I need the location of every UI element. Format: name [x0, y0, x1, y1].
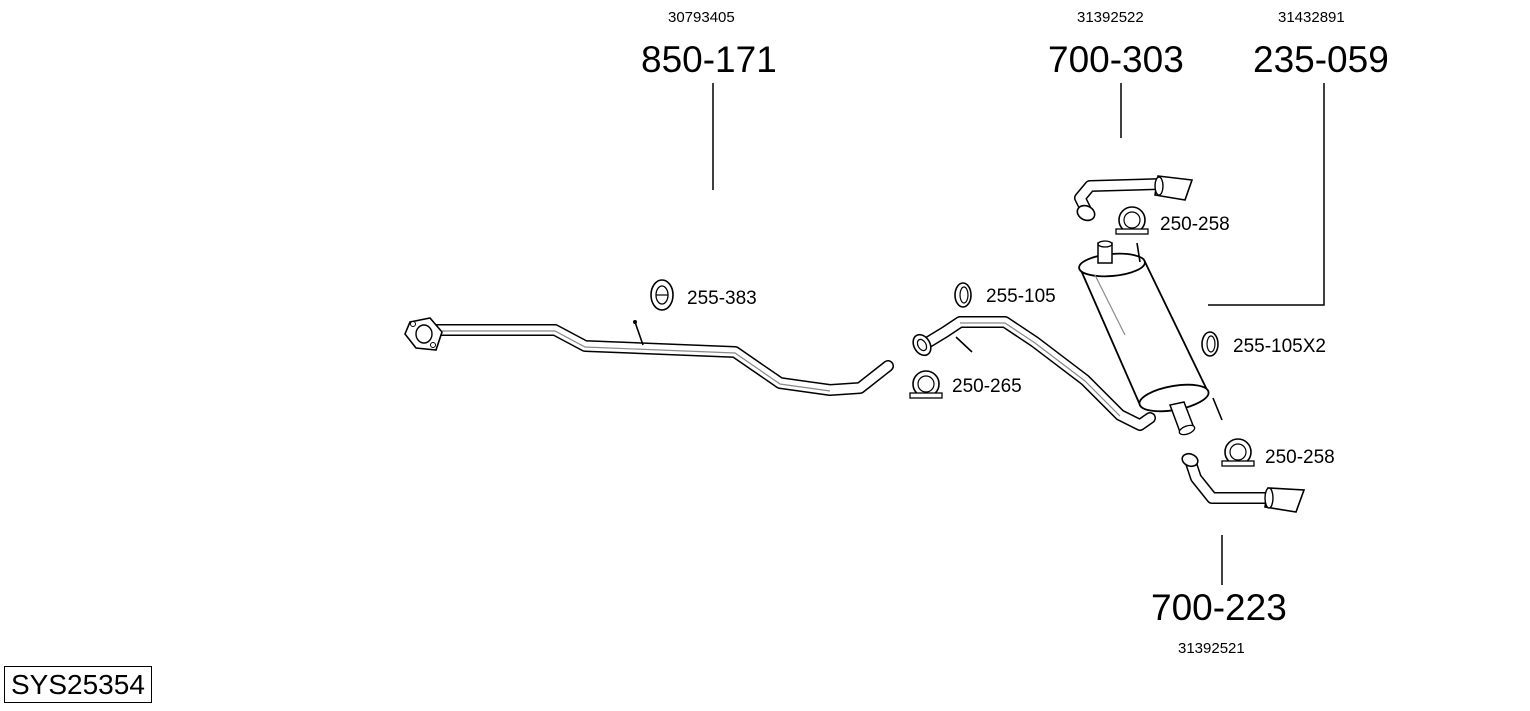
front-hanger-pin [634, 321, 644, 346]
oe-number-front-pipe: 30793405 [668, 9, 735, 26]
part-number-front-pipe[interactable]: 850-171 [641, 39, 777, 80]
part-number-silencer[interactable]: 235-059 [1253, 39, 1389, 80]
rear-tailpipe-upper[interactable] [1074, 175, 1194, 223]
clamp-icon-lower[interactable] [1221, 438, 1255, 467]
fitting-label-clamp-upper[interactable]: 250-258 [1160, 214, 1230, 235]
seal-ring-icon-rear[interactable] [1201, 331, 1219, 357]
fitting-label-clamp-mid[interactable]: 250-265 [952, 376, 1022, 397]
system-code-box: SYS25354 [4, 666, 152, 703]
fitting-label-clamp-lower[interactable]: 250-258 [1265, 447, 1335, 468]
silencer-upper-outlet [1097, 240, 1113, 264]
silencer-hanger-pin-top [1136, 242, 1141, 263]
rubber-hanger-icon[interactable] [650, 279, 674, 311]
clamp-icon-mid[interactable] [909, 370, 943, 399]
fitting-label-hanger[interactable]: 255-383 [687, 288, 757, 309]
rear-silencer[interactable] [1078, 240, 1223, 436]
silencer-lower-outlet [1168, 401, 1196, 436]
front-flange [404, 317, 443, 351]
silencer-hanger-pin-bottom [1212, 397, 1223, 421]
front-pipe[interactable] [404, 317, 894, 396]
fitting-label-ring-mid[interactable]: 255-105 [986, 286, 1056, 307]
rear-tailpipe-lower[interactable] [1180, 452, 1306, 513]
oe-number-tailpipe-lower: 31392521 [1178, 640, 1245, 657]
part-number-tailpipe-lower[interactable]: 700-223 [1151, 587, 1287, 628]
clamp-icon-upper[interactable] [1115, 206, 1149, 235]
oe-number-tailpipe-upper: 31392522 [1077, 9, 1144, 26]
fitting-label-ring-rear[interactable]: 255-105X2 [1233, 336, 1326, 357]
mid-pipe-flared-end [912, 333, 932, 357]
leader-line-silencer [1208, 83, 1325, 306]
mid-pipe[interactable] [910, 316, 1156, 431]
mid-hanger-pin [955, 336, 973, 353]
seal-ring-icon-mid[interactable] [954, 282, 972, 308]
part-number-tailpipe-upper[interactable]: 700-303 [1048, 39, 1184, 80]
oe-number-silencer: 31432891 [1278, 9, 1345, 26]
